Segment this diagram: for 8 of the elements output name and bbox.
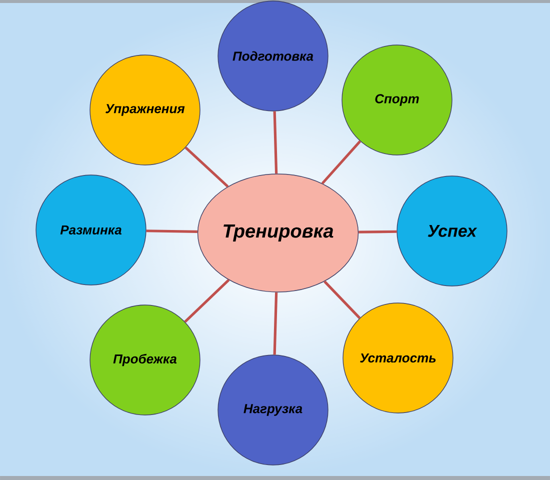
connector-line: [324, 280, 361, 319]
connector-line: [273, 292, 278, 355]
connector-line: [321, 140, 362, 184]
connector-line: [146, 230, 198, 233]
connector-line: [184, 279, 230, 323]
connector-line: [184, 146, 229, 188]
connector-line: [358, 230, 397, 234]
connector-line: [273, 111, 278, 174]
